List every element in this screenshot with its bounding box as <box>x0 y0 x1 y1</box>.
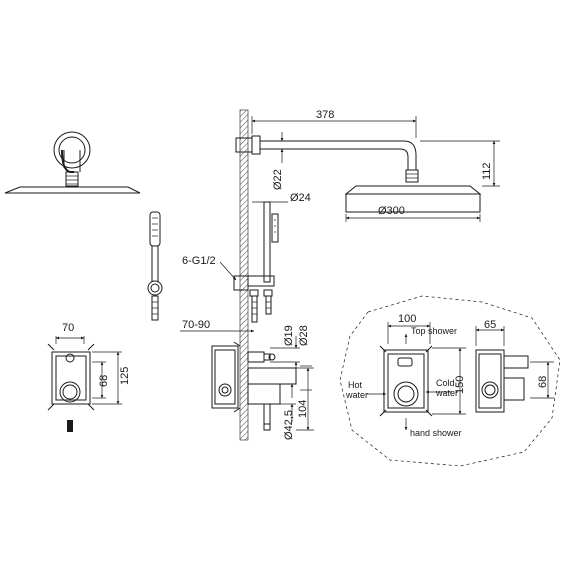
outlet-small-label: Ø19 <box>283 325 295 346</box>
slide-dia-label: Ø24 <box>290 192 311 204</box>
hot-water-label-1: Hot <box>348 380 363 390</box>
body-height-label: 104 <box>297 400 309 418</box>
outlet-large-label: Ø28 <box>298 325 310 346</box>
box-width-label: 70 <box>62 322 74 334</box>
detail-height-label: 150 <box>454 376 466 394</box>
hand-shower <box>147 211 163 321</box>
detail-width-label: 100 <box>398 313 416 325</box>
detail-bubble: 100 Top shower Hot water Cold water hand… <box>339 295 561 467</box>
hand-shower-label: hand shower <box>410 428 462 438</box>
hot-water-label-2: water <box>345 390 368 400</box>
box-inner-label: 68 <box>98 375 110 387</box>
head-side-view <box>4 131 141 194</box>
drop-height-label: 112 <box>481 162 493 180</box>
cold-water-label-1: Cold <box>436 378 455 388</box>
pipe-dia-label: Ø22 <box>272 169 284 190</box>
shower-arm: 378 112 Ø300 Ø22 <box>235 109 500 222</box>
plate-dia-label: Ø42,5 <box>283 410 295 440</box>
mixer-box-front: 70 125 68 <box>47 322 131 432</box>
arm-length-label: 378 <box>316 109 334 121</box>
detail-side-width-label: 65 <box>484 319 496 331</box>
detail-side-height-label: 68 <box>537 376 549 388</box>
mixer-side-view: 70-90 Ø19 Ø28 Ø42,5 104 <box>180 319 314 440</box>
top-shower-label: Top shower <box>411 326 457 336</box>
thread-label: 6-G1/2 <box>182 255 216 267</box>
box-height-label: 125 <box>119 367 131 385</box>
slide-holder: Ø24 6-G1/2 <box>182 192 311 323</box>
wall-depth-label: 70-90 <box>182 319 210 331</box>
head-dia-label: Ø300 <box>378 205 405 217</box>
wall-section <box>239 109 249 441</box>
cold-water-label-2: water <box>435 388 458 398</box>
